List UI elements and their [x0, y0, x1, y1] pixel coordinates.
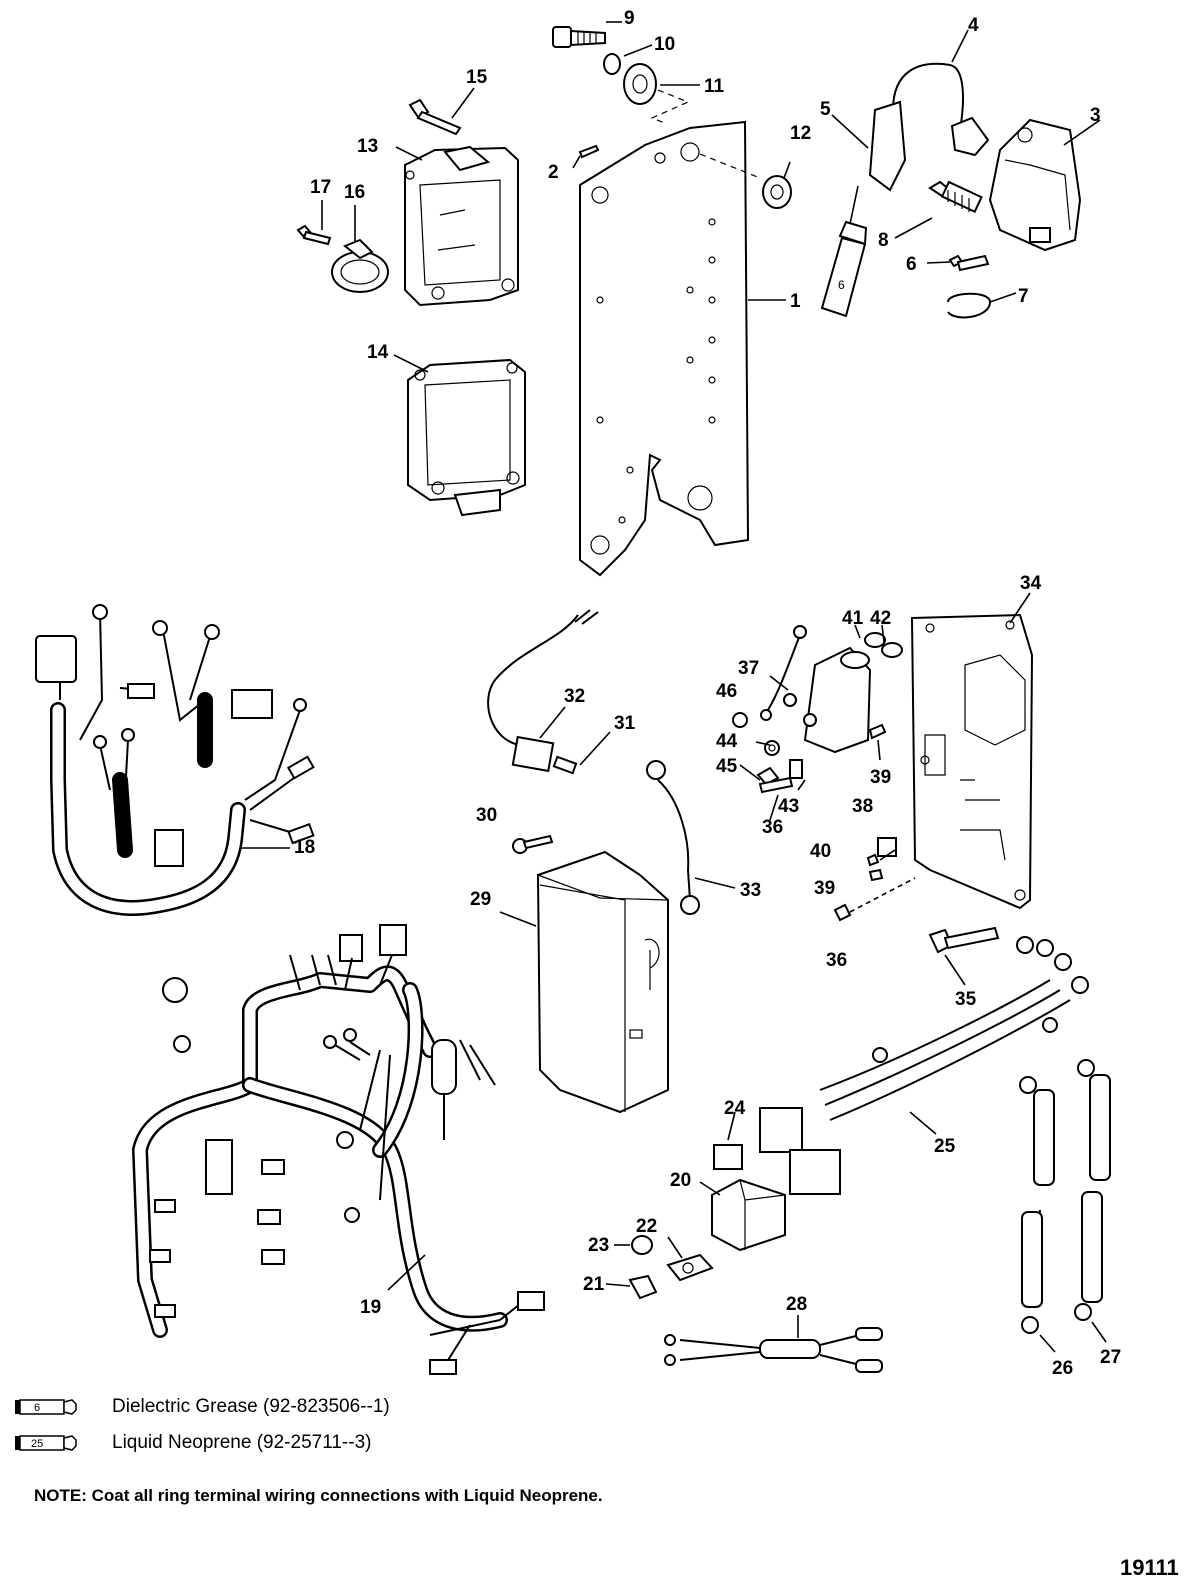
callout-22: 22 [636, 1216, 657, 1237]
callout-23: 23 [588, 1235, 609, 1256]
callout-4: 4 [968, 15, 979, 36]
callout-1: 1 [790, 291, 801, 312]
callout-32: 32 [564, 686, 585, 707]
callout-7: 7 [1018, 286, 1029, 307]
callout-24: 24 [724, 1098, 746, 1119]
figure-id: 19111 [1120, 1555, 1179, 1580]
mounting-plate [579, 120, 750, 577]
legend-dielectric-grease: 6 Dielectric Grease (92-823506--1) [14, 1396, 390, 1418]
callout-27: 27 [1100, 1347, 1121, 1368]
bracket-22 [666, 1253, 714, 1282]
nut-21 [628, 1274, 658, 1300]
ignition-module-upper [404, 145, 519, 307]
callout-42: 42 [870, 608, 891, 629]
callout-15: 15 [466, 67, 488, 88]
callout-12: 12 [790, 123, 811, 144]
spark-plug-lead [868, 62, 990, 192]
legend-liquid-neoprene: 25 Liquid Neoprene (92-25711--3) [14, 1432, 371, 1454]
callout-5: 5 [820, 99, 831, 120]
module-bolt [408, 98, 462, 136]
ignition-module-lower [407, 358, 526, 517]
callout-labels: 1 2 3 4 5 6 6 7 8 9 10 11 12 13 14 15 16… [294, 8, 1121, 1379]
retaining-clip [947, 292, 992, 319]
coil-screw [948, 254, 990, 272]
legend-tube-number-25: 25 [31, 1438, 43, 1450]
callout-8: 8 [878, 230, 889, 251]
callout-20: 20 [670, 1170, 691, 1191]
plate-bolt-35 [928, 926, 1000, 954]
callout-9: 9 [624, 8, 635, 29]
callout-44: 44 [716, 731, 738, 752]
battery-cable-27 [1074, 1059, 1111, 1321]
jumper-lead-28 [664, 1327, 883, 1373]
callout-33: 33 [740, 880, 761, 901]
callout-37: 37 [738, 658, 759, 679]
dielectric-grease-tube: 6 [820, 220, 868, 318]
battery-cables [759, 936, 1089, 1195]
callout-34: 34 [1020, 573, 1042, 594]
plate-grommet [762, 175, 792, 209]
grease-tube-number: 6 [838, 278, 845, 292]
callout-21: 21 [583, 1274, 605, 1295]
callout-17: 17 [310, 177, 331, 198]
callout-11: 11 [704, 76, 725, 97]
clamp-and-screw [296, 224, 389, 293]
callout-26: 26 [1052, 1358, 1073, 1379]
callout-3: 3 [1090, 105, 1101, 126]
cover-screw [512, 834, 554, 854]
legend-text-grease: Dielectric Grease (92-823506--1) [112, 1396, 390, 1417]
callout-46: 46 [716, 681, 737, 702]
wiring-harness-19 [132, 924, 545, 1375]
electrical-plate [910, 613, 1034, 910]
callout-30: 30 [476, 805, 497, 826]
grease-tube-icon: 6 [14, 1397, 84, 1417]
callout-13: 13 [357, 136, 378, 157]
callout-25: 25 [934, 1136, 956, 1157]
grommet-23 [631, 1235, 653, 1255]
callout-10: 10 [654, 34, 675, 55]
callout-40: 40 [810, 841, 831, 862]
relay-20 [711, 1178, 786, 1252]
callout-41: 41 [842, 608, 864, 629]
label-24 [713, 1144, 743, 1170]
callout-29: 29 [470, 889, 491, 910]
callout-31: 31 [614, 713, 636, 734]
neoprene-tube-icon: 25 [14, 1433, 84, 1453]
callout-6a: 6 [906, 254, 917, 275]
callout-35: 35 [955, 989, 977, 1010]
pin [578, 144, 600, 159]
callout-19: 19 [360, 1297, 381, 1318]
starter-solenoid [783, 632, 903, 754]
electrical-box-cover [536, 850, 669, 1114]
legend-tube-number-6: 6 [34, 1402, 40, 1414]
callout-2: 2 [548, 162, 559, 183]
callout-36b: 36 [826, 950, 847, 971]
callout-36a: 36 [762, 817, 783, 838]
callout-14: 14 [367, 342, 389, 363]
fuse-holder-lead [487, 609, 599, 775]
solenoid-lead [760, 625, 807, 721]
ground-strap-33 [646, 760, 700, 915]
callout-18: 18 [294, 837, 315, 858]
ignition-coil [988, 118, 1082, 252]
callout-28: 28 [786, 1294, 807, 1315]
callout-39a: 39 [870, 767, 891, 788]
legend-text-neoprene: Liquid Neoprene (92-25711--3) [112, 1432, 372, 1453]
callout-38: 38 [852, 796, 873, 817]
callout-43: 43 [778, 796, 799, 817]
battery-cable-26 [1019, 1076, 1055, 1334]
callout-39b: 39 [814, 878, 835, 899]
note-text: NOTE: Coat all ring terminal wiring conn… [34, 1486, 603, 1505]
callout-45: 45 [716, 756, 738, 777]
callout-16: 16 [344, 182, 365, 203]
spark-plug [928, 180, 983, 214]
wiring-harness-18 [35, 604, 315, 916]
bolt-washer-grommet [552, 26, 657, 105]
